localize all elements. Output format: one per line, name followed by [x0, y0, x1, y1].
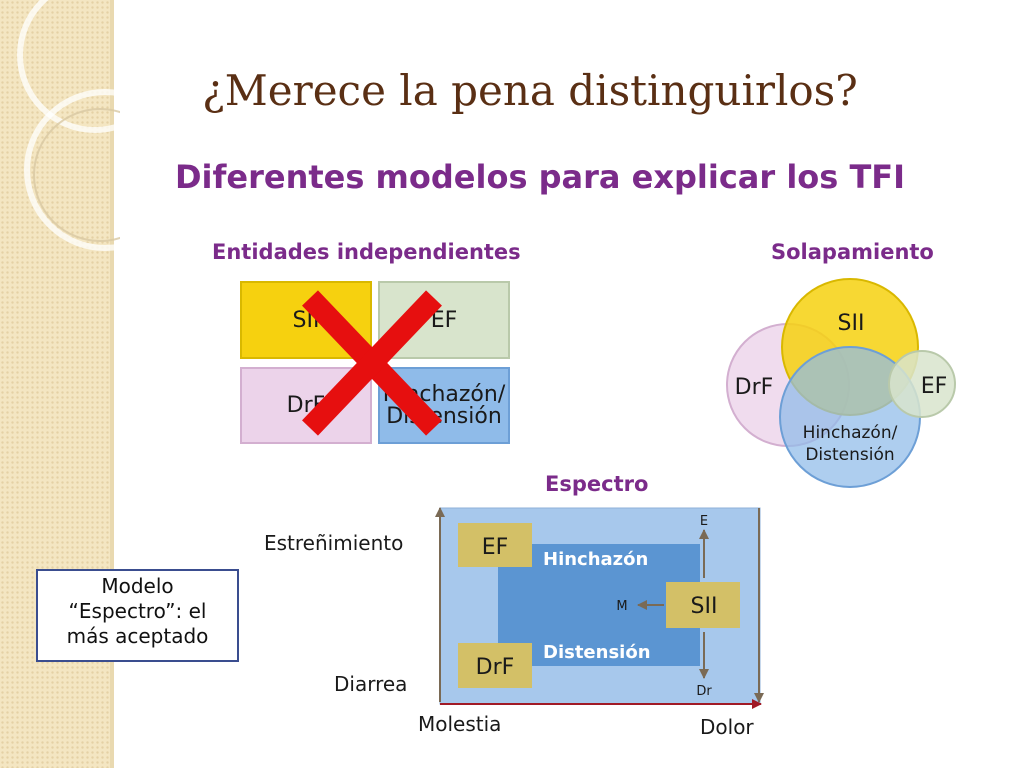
axis-label-dolor: Dolor: [700, 715, 754, 739]
spectrum-box-sii: [666, 582, 740, 628]
overlap-venn: SII DrF EF Hinchazón/ Distensión: [726, 278, 956, 488]
spectrum-callout: Modelo “Espectro”: el más aceptado: [36, 569, 239, 662]
venn-label-ef: EF: [921, 374, 948, 399]
decorative-rings: [17, 0, 120, 251]
spectrum-box-ef: [458, 523, 532, 567]
callout-line2: “Espectro”: el: [68, 599, 207, 623]
venn-label-hinchazon-line1: Hinchazón/: [803, 423, 898, 443]
spectrum-label-ef: EF: [482, 535, 509, 560]
venn-circle-ef: [888, 350, 956, 418]
spectrum-box-drf: [458, 643, 532, 688]
slide-subtitle: Diferentes modelos para explicar los TFI: [174, 158, 906, 196]
independent-heading: Entidades independientes: [212, 240, 521, 264]
venn-label-drf: DrF: [735, 375, 774, 400]
spectrum-label-sii: SII: [691, 594, 718, 619]
spectrum-label-drf: DrF: [476, 655, 515, 680]
spectrum-label-hinchazon: Hinchazón: [543, 549, 648, 570]
arrow-label-e: E: [700, 514, 708, 529]
slide-title: ¿Merece la pena distinguirlos?: [202, 66, 858, 115]
spectrum-diagram: EF DrF SII Hinchazón Distensión E M Dr: [435, 507, 764, 709]
spectrum-label-distension: Distensión: [543, 642, 651, 663]
overlap-heading: Solapamiento: [771, 240, 934, 264]
axis-label-estrenimiento: Estreñimiento: [264, 531, 404, 555]
spectrum-heading: Espectro: [545, 472, 649, 496]
venn-label-hinchazon-line2: Distensión: [805, 445, 894, 465]
arrow-label-dr: Dr: [696, 684, 712, 699]
axis-label-diarrea: Diarrea: [334, 672, 408, 696]
venn-label-sii: SII: [838, 311, 865, 336]
arrow-label-m: M: [616, 599, 627, 614]
axis-label-molestia: Molestia: [418, 712, 502, 736]
callout-line3: más aceptado: [66, 624, 209, 648]
callout-line1: Modelo: [101, 574, 174, 598]
side-panel-edge: [110, 0, 114, 768]
rejection-cross-icon: [302, 290, 442, 436]
